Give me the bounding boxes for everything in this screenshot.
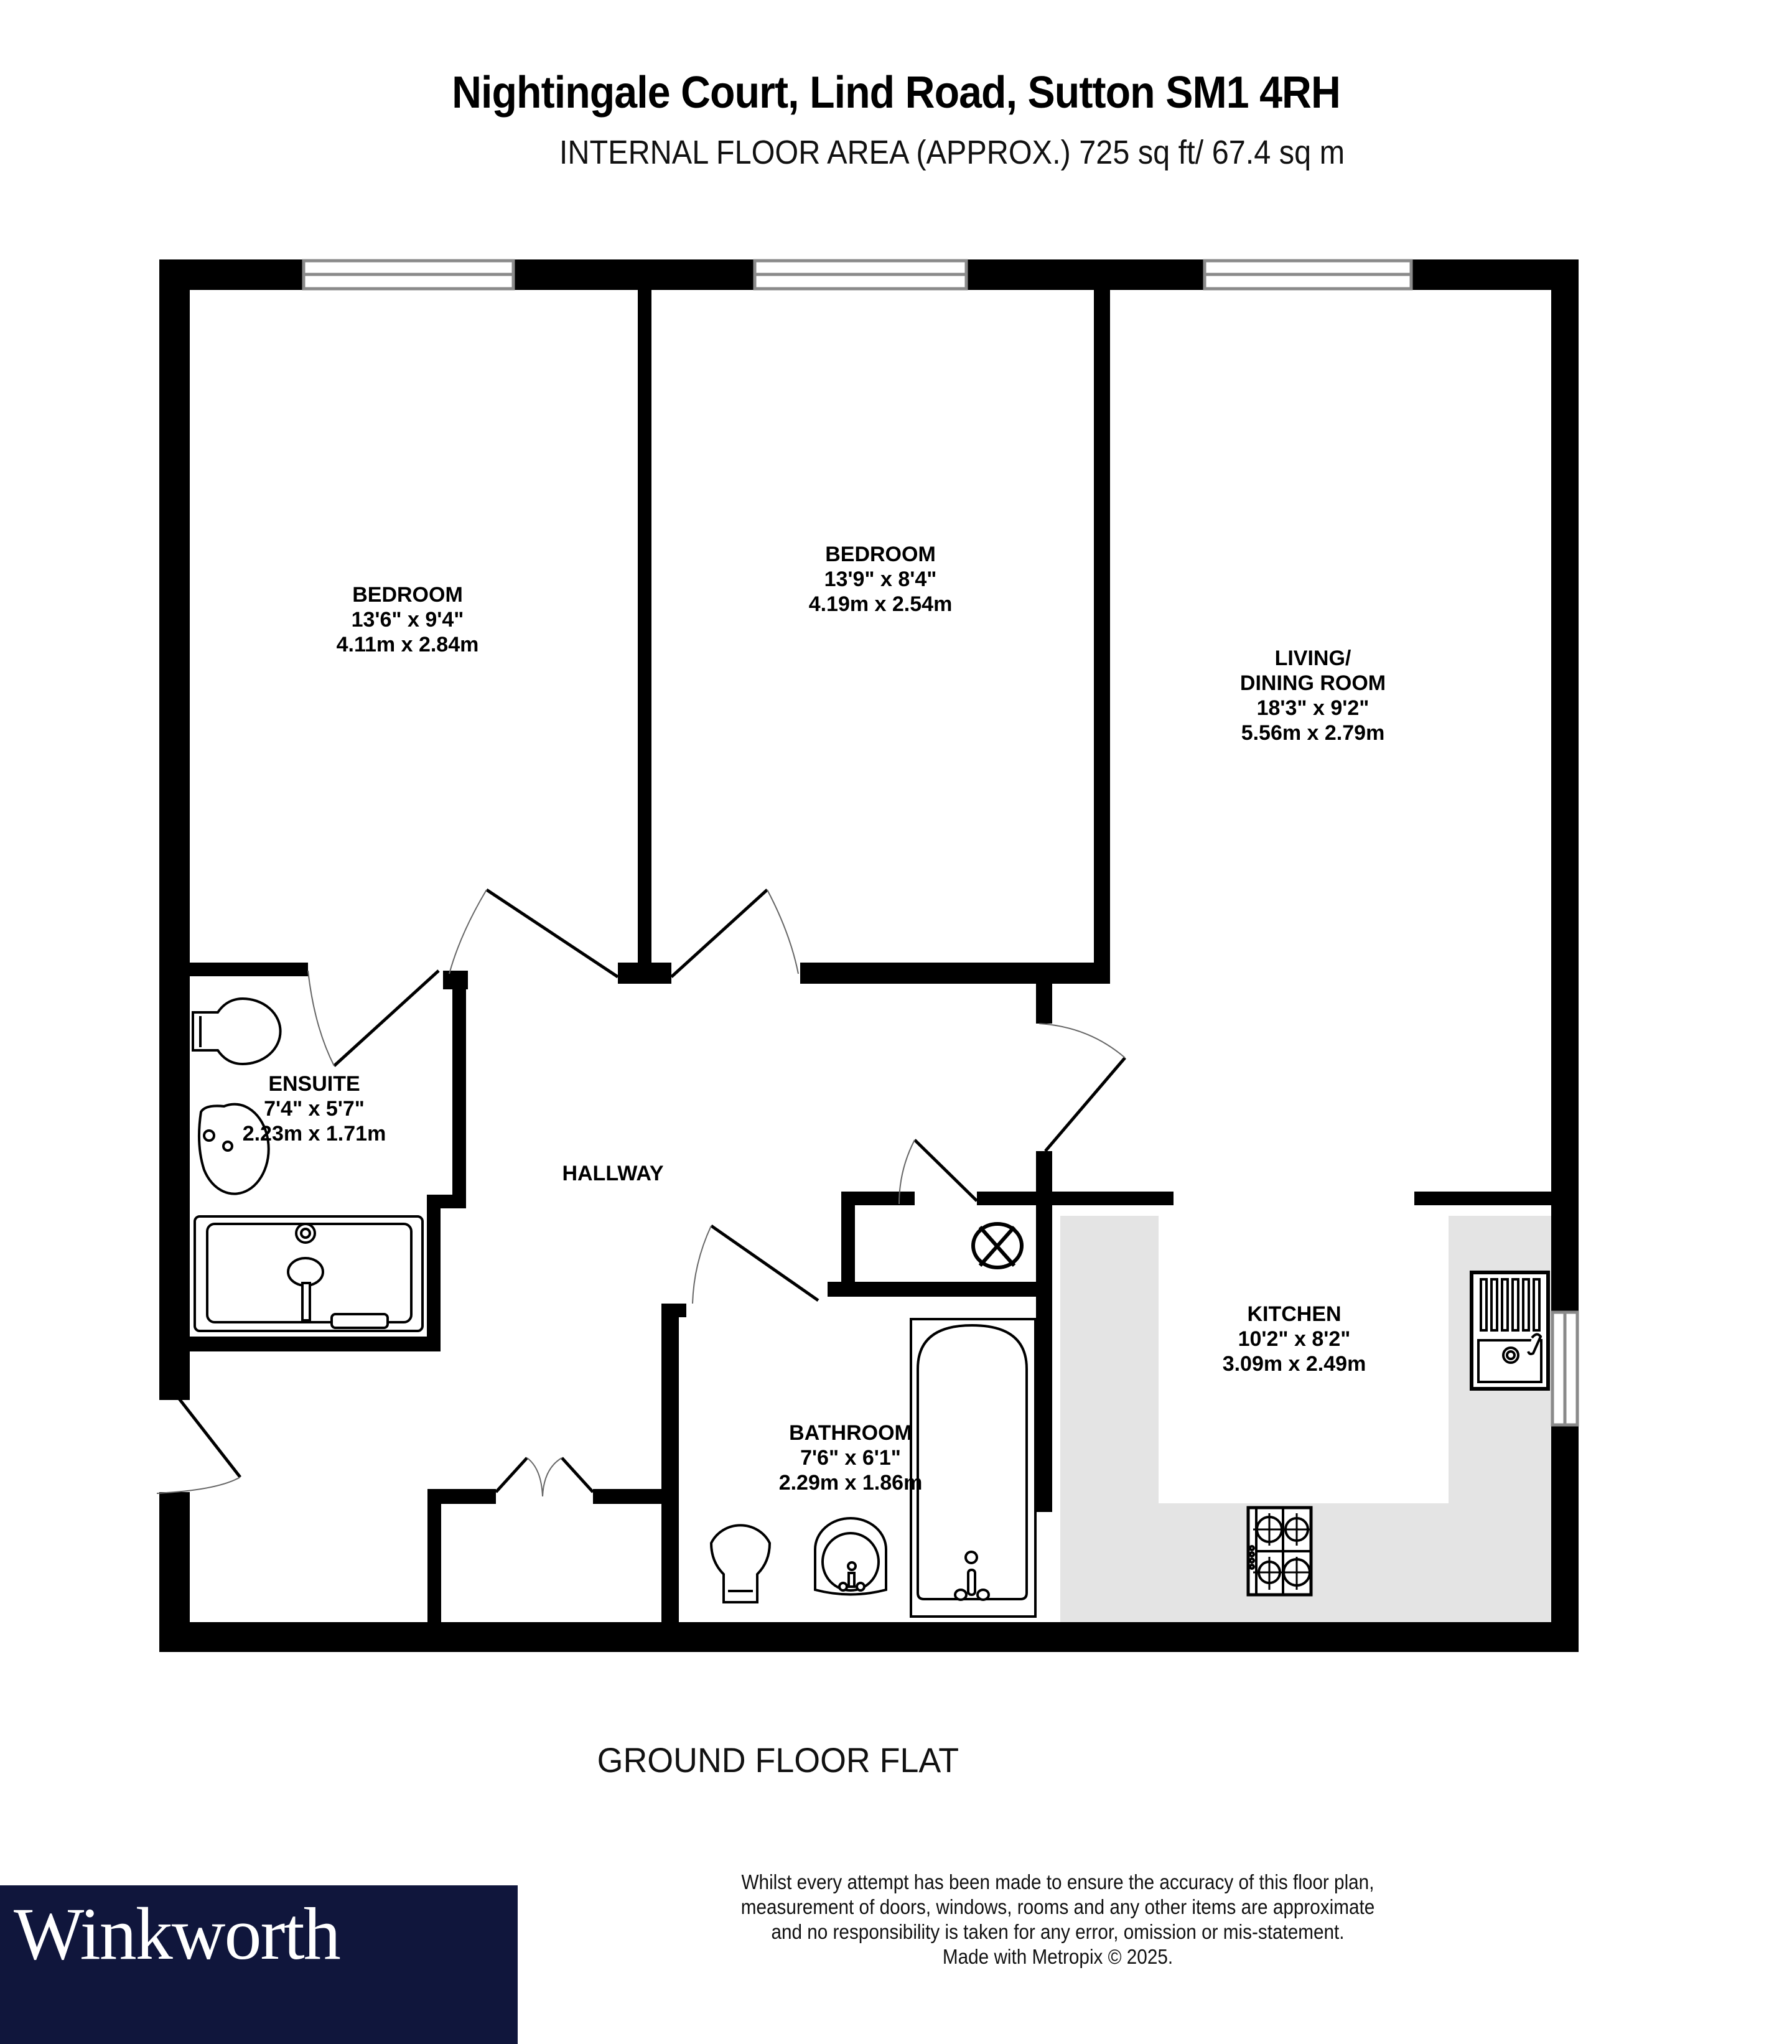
- basin-icon: [814, 1517, 887, 1596]
- disclaimer-text: Whilst every attempt has been made to en…: [740, 1870, 1375, 1968]
- boiler-cupboard-icon: [971, 1222, 1024, 1269]
- room-label-bedroom-2: BEDROOM 13'9" x 8'4" 4.19m x 2.54m: [808, 543, 953, 616]
- room-label-kitchen: KITCHEN 10'2" x 8'2" 3.09m x 2.49m: [1222, 1302, 1366, 1376]
- room-label-living-dining: LIVING/ DINING ROOM 18'3" x 9'2" 5.56m x…: [1239, 646, 1386, 745]
- toilet-icon: [709, 1524, 772, 1603]
- room-label-bedroom-1: BEDROOM 13'6" x 9'4" 4.11m x 2.84m: [336, 583, 479, 656]
- shower-tray-icon: [194, 1215, 424, 1332]
- walls: [159, 259, 1579, 1652]
- door-swing-icon: [156, 888, 1126, 1497]
- kitchen-floor: [1159, 1216, 1449, 1503]
- sink-drainer-icon: [1470, 1271, 1550, 1391]
- property-address-title: Nightingale Court, Lind Road, Sutton SM1…: [452, 68, 1341, 118]
- basin-icon: [197, 1103, 270, 1195]
- toilet-icon: [192, 997, 282, 1066]
- room-label-hallway: HALLWAY: [562, 1162, 664, 1185]
- room-label-bathroom: BATHROOM 7'6" x 6'1" 2.29m x 1.86m: [778, 1421, 923, 1495]
- hob-icon: [1246, 1506, 1313, 1597]
- agency-logo: Winkworth: [14, 1892, 341, 1975]
- agency-logo-panel: Winkworth: [0, 1885, 518, 2044]
- window-icon: [302, 259, 1579, 1427]
- floor-level-label: GROUND FLOOR FLAT: [597, 1740, 959, 1780]
- floor-area-subtitle: INTERNAL FLOOR AREA (APPROX.) 725 sq ft/…: [559, 134, 1345, 171]
- bath-icon: [910, 1318, 1037, 1618]
- room-label-ensuite: ENSUITE 7'4" x 5'7" 2.23m x 1.71m: [242, 1072, 386, 1146]
